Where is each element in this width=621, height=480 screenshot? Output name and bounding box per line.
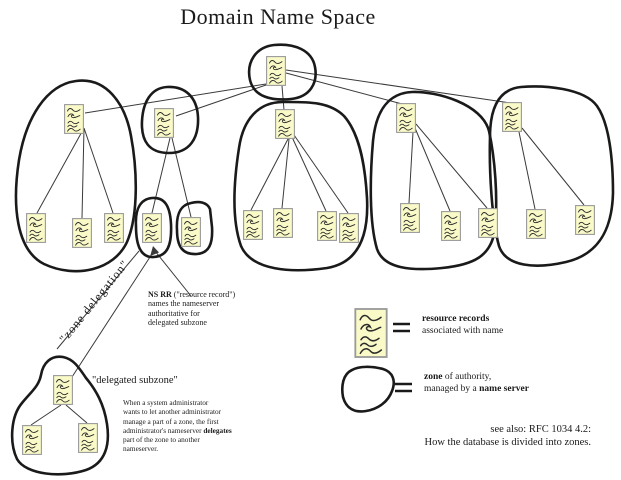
edge-zone4-child2 [414,127,451,212]
delegation-paragraph-line3: manage a part of a zone, the first [123,416,219,426]
rr-node-zone1-child3 [104,213,124,243]
legend-zone-authority: zone of authority, managed by a name ser… [424,372,529,395]
ns-rr-rest: ("resource record") [171,290,236,299]
rr-node-zone4-child1 [400,203,420,233]
zone-blob-4 [369,90,498,271]
legend-rr-line2: associated with name [422,325,504,336]
legend-rr-symbol [354,308,388,358]
rr-node-zone3-child2 [273,208,293,238]
rr-node-delegated-subzone1 [142,213,162,243]
ns-rr-note-line2: names the nameserver [148,299,220,309]
zone-blob-root [247,43,317,101]
delegation-paragraph-line5: part of the zone to another [123,435,200,445]
ns-rr-note: NS RR ("resource record") names the name… [148,290,235,327]
rr-node-zone1-top [64,104,84,134]
edge-root-zone2 [175,84,267,117]
edge-zone1-child3 [83,127,114,214]
edge-zone3-child4 [293,134,349,214]
edge-delegation-callout-b [71,256,151,378]
edge-zone5-child1 [518,131,536,210]
rr-node-zone2-top [154,108,174,138]
edge-zone3-child2 [281,138,290,209]
rr-node-zone3-top [275,109,295,139]
edge-root-zone4 [285,72,407,106]
legend-zone-rest: of authority, [442,372,492,382]
edge-zone5-child2 [521,127,585,206]
ns-rr-note-line3: authoritative for [148,308,200,318]
rr-node-expanded-child2 [78,423,98,453]
legend-rr-line1: resource records [422,314,503,326]
delegation-paragraph: When a system administrator wants to let… [123,398,232,454]
legend-zone-line2: managed by a name server [424,384,529,396]
edge-zone4-child3 [415,123,488,209]
delegates-bold: delegates [203,425,232,435]
see-also-reference: see also: RFC 1034 4.2: How the database… [424,424,591,449]
edge-zone3-child1 [250,138,289,211]
zone-blob-3 [233,100,369,272]
zone-blob-delegated-subzone-2 [175,200,214,256]
edge-zone3-child3 [291,136,327,212]
ns-rr-note-line1: NS RR ("resource record") [148,290,235,299]
legend-zone-line1: zone of authority, [424,372,529,384]
edge-root-zone1 [84,83,267,114]
rr-node-zone1-child1 [26,213,46,243]
edge-zone4-child1 [408,131,414,204]
legend-zone-symbol [340,365,395,413]
delegation-line4-pre: administrator's nameserver [123,425,204,435]
zone-blob-2 [140,85,200,155]
rr-node-expanded-child1 [22,425,42,455]
rr-node-zone5-top [502,102,522,132]
ns-rr-note-line4: delegated subzone [148,317,207,327]
edge-delegation-callout-a [56,250,140,350]
edge-zone1-child1 [36,127,85,214]
page-title: Domain Name Space [180,4,376,29]
rr-node-zone4-child3 [478,208,498,238]
ns-rr-arrow-line [154,250,192,297]
rr-node-expanded-top [53,375,73,405]
zone-blob-delegated-subzone-1 [134,196,173,259]
rr-node-zone4-child2 [441,211,461,241]
legend-equals-signs [393,322,412,393]
zone-blob-1 [14,79,138,273]
ns-rr-arrowhead-icon [150,246,159,256]
zone-blob-expanded-subzone [10,355,110,476]
rr-node-zone4-top [396,103,416,133]
rr-node-zone3-child3 [317,211,337,241]
rr-node-zone3-child4 [339,213,359,243]
edge-root-zone3 [281,85,285,111]
edge-subzone-child1 [30,404,62,426]
rr-node-zone1-child2 [72,218,92,248]
see-also-line2: How the database is divided into zones. [424,436,591,448]
legend-nameserver-bold: name server [479,383,529,394]
edge-zone2-subzone1 [151,137,171,214]
zone-blob-5 [488,85,615,267]
delegation-paragraph-line6: nameserver. [123,444,159,454]
legend-rr-bold: resource records [422,314,490,324]
see-also-line1: see also: RFC 1034 4.2: [490,424,591,435]
edges [30,69,585,426]
delegation-paragraph-line2: wants to let another administrator [123,407,222,417]
edge-zone1-child2 [81,127,85,219]
legend-nameserver-pre: managed by a [424,383,480,394]
delegated-subzone-label: "delegated subzone" [92,375,178,386]
rr-node-delegated-subzone2 [181,217,201,247]
rr-node-zone3-child1 [243,210,263,240]
legend-zone-bold: zone [424,372,443,382]
legend-resource-records: resource records associated with name [422,314,503,337]
rr-node-root [266,56,286,86]
ns-rr-bold: NS RR [148,290,172,299]
rr-node-zone5-child2 [575,205,595,235]
edge-root-zone5 [285,69,512,104]
rr-node-zone5-child1 [526,209,546,239]
delegation-paragraph-line1: When a system administrator [123,398,209,407]
delegation-paragraph-line4: administrator's nameserver delegates [123,426,232,435]
edge-subzone-child2 [65,404,88,424]
